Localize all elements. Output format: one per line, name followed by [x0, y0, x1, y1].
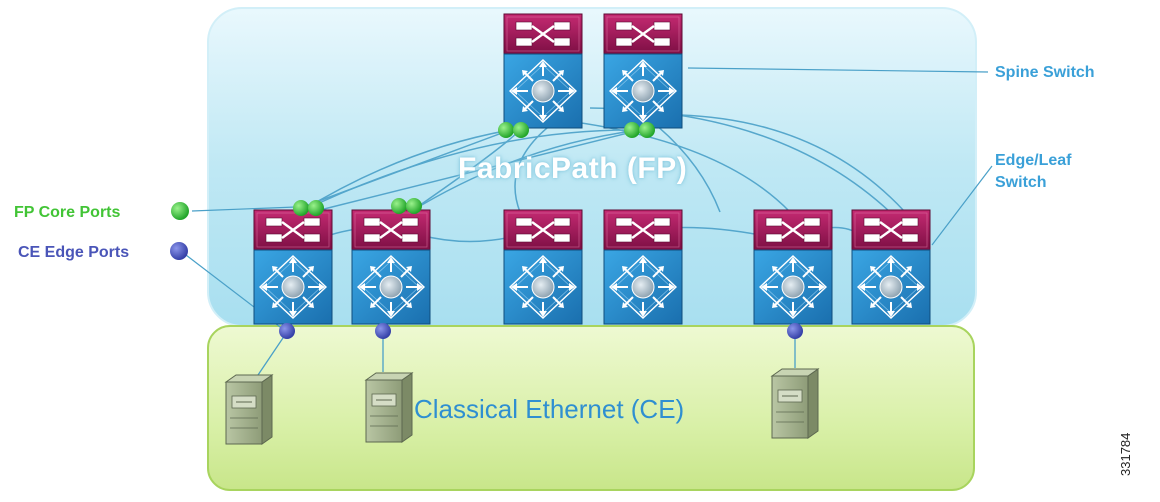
leaf-switch-5 — [752, 208, 834, 326]
spine-switch-label: Spine Switch — [995, 64, 1095, 81]
core-port-dot — [308, 200, 324, 216]
server-3 — [771, 368, 819, 439]
ce-edge-ports — [279, 323, 803, 339]
edge-port-dot — [787, 323, 803, 339]
server-1 — [225, 374, 273, 445]
core-port-dot — [639, 122, 655, 138]
leaf-switch-callout — [931, 165, 993, 246]
ce-edge-port-legend-dot — [170, 242, 188, 260]
fp-core-port-legend-dot — [171, 202, 189, 220]
core-port-dot — [391, 198, 407, 214]
core-port-dot — [498, 122, 514, 138]
spine-switch-2 — [602, 12, 684, 130]
edge-port-dot — [375, 323, 391, 339]
server-2 — [365, 372, 413, 443]
core-port-dot — [624, 122, 640, 138]
fp-core-ports-callout — [191, 206, 297, 212]
classical-ethernet-label: Classical Ethernet (CE) — [414, 394, 685, 424]
leaf-switch-4 — [602, 208, 684, 326]
core-port-dot — [406, 198, 422, 214]
fp-core-ports-label: FP Core Ports — [14, 204, 121, 221]
leaf-switch-6 — [850, 208, 932, 326]
classical-ethernet-region — [207, 325, 975, 491]
fabricpath-label: FabricPath (FP) — [458, 152, 688, 185]
spine-switch-1 — [502, 12, 584, 130]
core-port-dot — [293, 200, 309, 216]
spine-switch-callout — [687, 67, 989, 73]
leaf-switch-1 — [252, 208, 334, 326]
leaf-switch-3 — [502, 208, 584, 326]
edge-port-dot — [279, 323, 295, 339]
edge-leaf-switch-label: Edge/Leaf Switch — [995, 152, 1072, 191]
fp-core-ports — [293, 122, 655, 216]
ce-edge-ports-label: CE Edge Ports — [18, 244, 130, 261]
figure-id: 331784 — [1118, 432, 1133, 476]
core-port-dot — [513, 122, 529, 138]
leaf-switch-2 — [350, 208, 432, 326]
